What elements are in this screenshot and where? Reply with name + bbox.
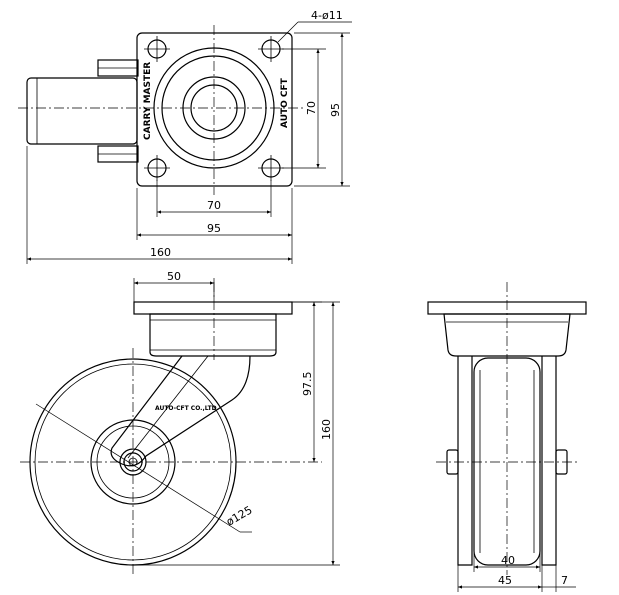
front-swivel-housing	[149, 313, 277, 357]
brand-label-right: AUTO CFT	[280, 77, 290, 128]
dim-holes: 4-ø11	[311, 9, 343, 22]
front-view: AUTO-CFT CO.,LTD. 50 97.5 160 ø125	[20, 270, 340, 575]
dim-hole-pitch-vertical: 70	[305, 101, 318, 115]
top-plate	[136, 32, 293, 187]
top-view-wheel	[26, 77, 138, 145]
side-swivel-housing	[443, 313, 571, 357]
dim-wheel-width: 40	[501, 554, 515, 567]
dim-wheel-diameter: ø125	[224, 503, 255, 528]
dim-side-offset: 7	[561, 574, 568, 587]
front-top-plate	[133, 301, 293, 315]
side-view: 40 45 7	[427, 282, 587, 592]
top-view: CARRY MASTER AUTO CFT 4-ø11 70 95 70 95 …	[18, 9, 352, 264]
dim-axle-height: 97.5	[301, 372, 314, 397]
dim-offset: 50	[167, 270, 181, 283]
front-fork-leg	[110, 355, 251, 467]
wheel-brand-label: AUTO-CFT CO.,LTD.	[155, 405, 219, 412]
dim-plate-vertical: 95	[329, 103, 342, 117]
dim-plate-horizontal: 95	[207, 222, 221, 235]
side-wheel	[473, 357, 541, 566]
dim-hole-pitch-horizontal: 70	[207, 199, 221, 212]
side-fork-leg-left	[457, 356, 473, 566]
swivel-ring-inner	[161, 55, 267, 161]
side-fork-leg-right	[541, 356, 557, 566]
dim-total-height: 160	[320, 419, 333, 440]
brand-label-left: CARRY MASTER	[143, 62, 153, 140]
dim-total-length: 160	[150, 246, 171, 259]
dim-fork-width: 45	[498, 574, 512, 587]
